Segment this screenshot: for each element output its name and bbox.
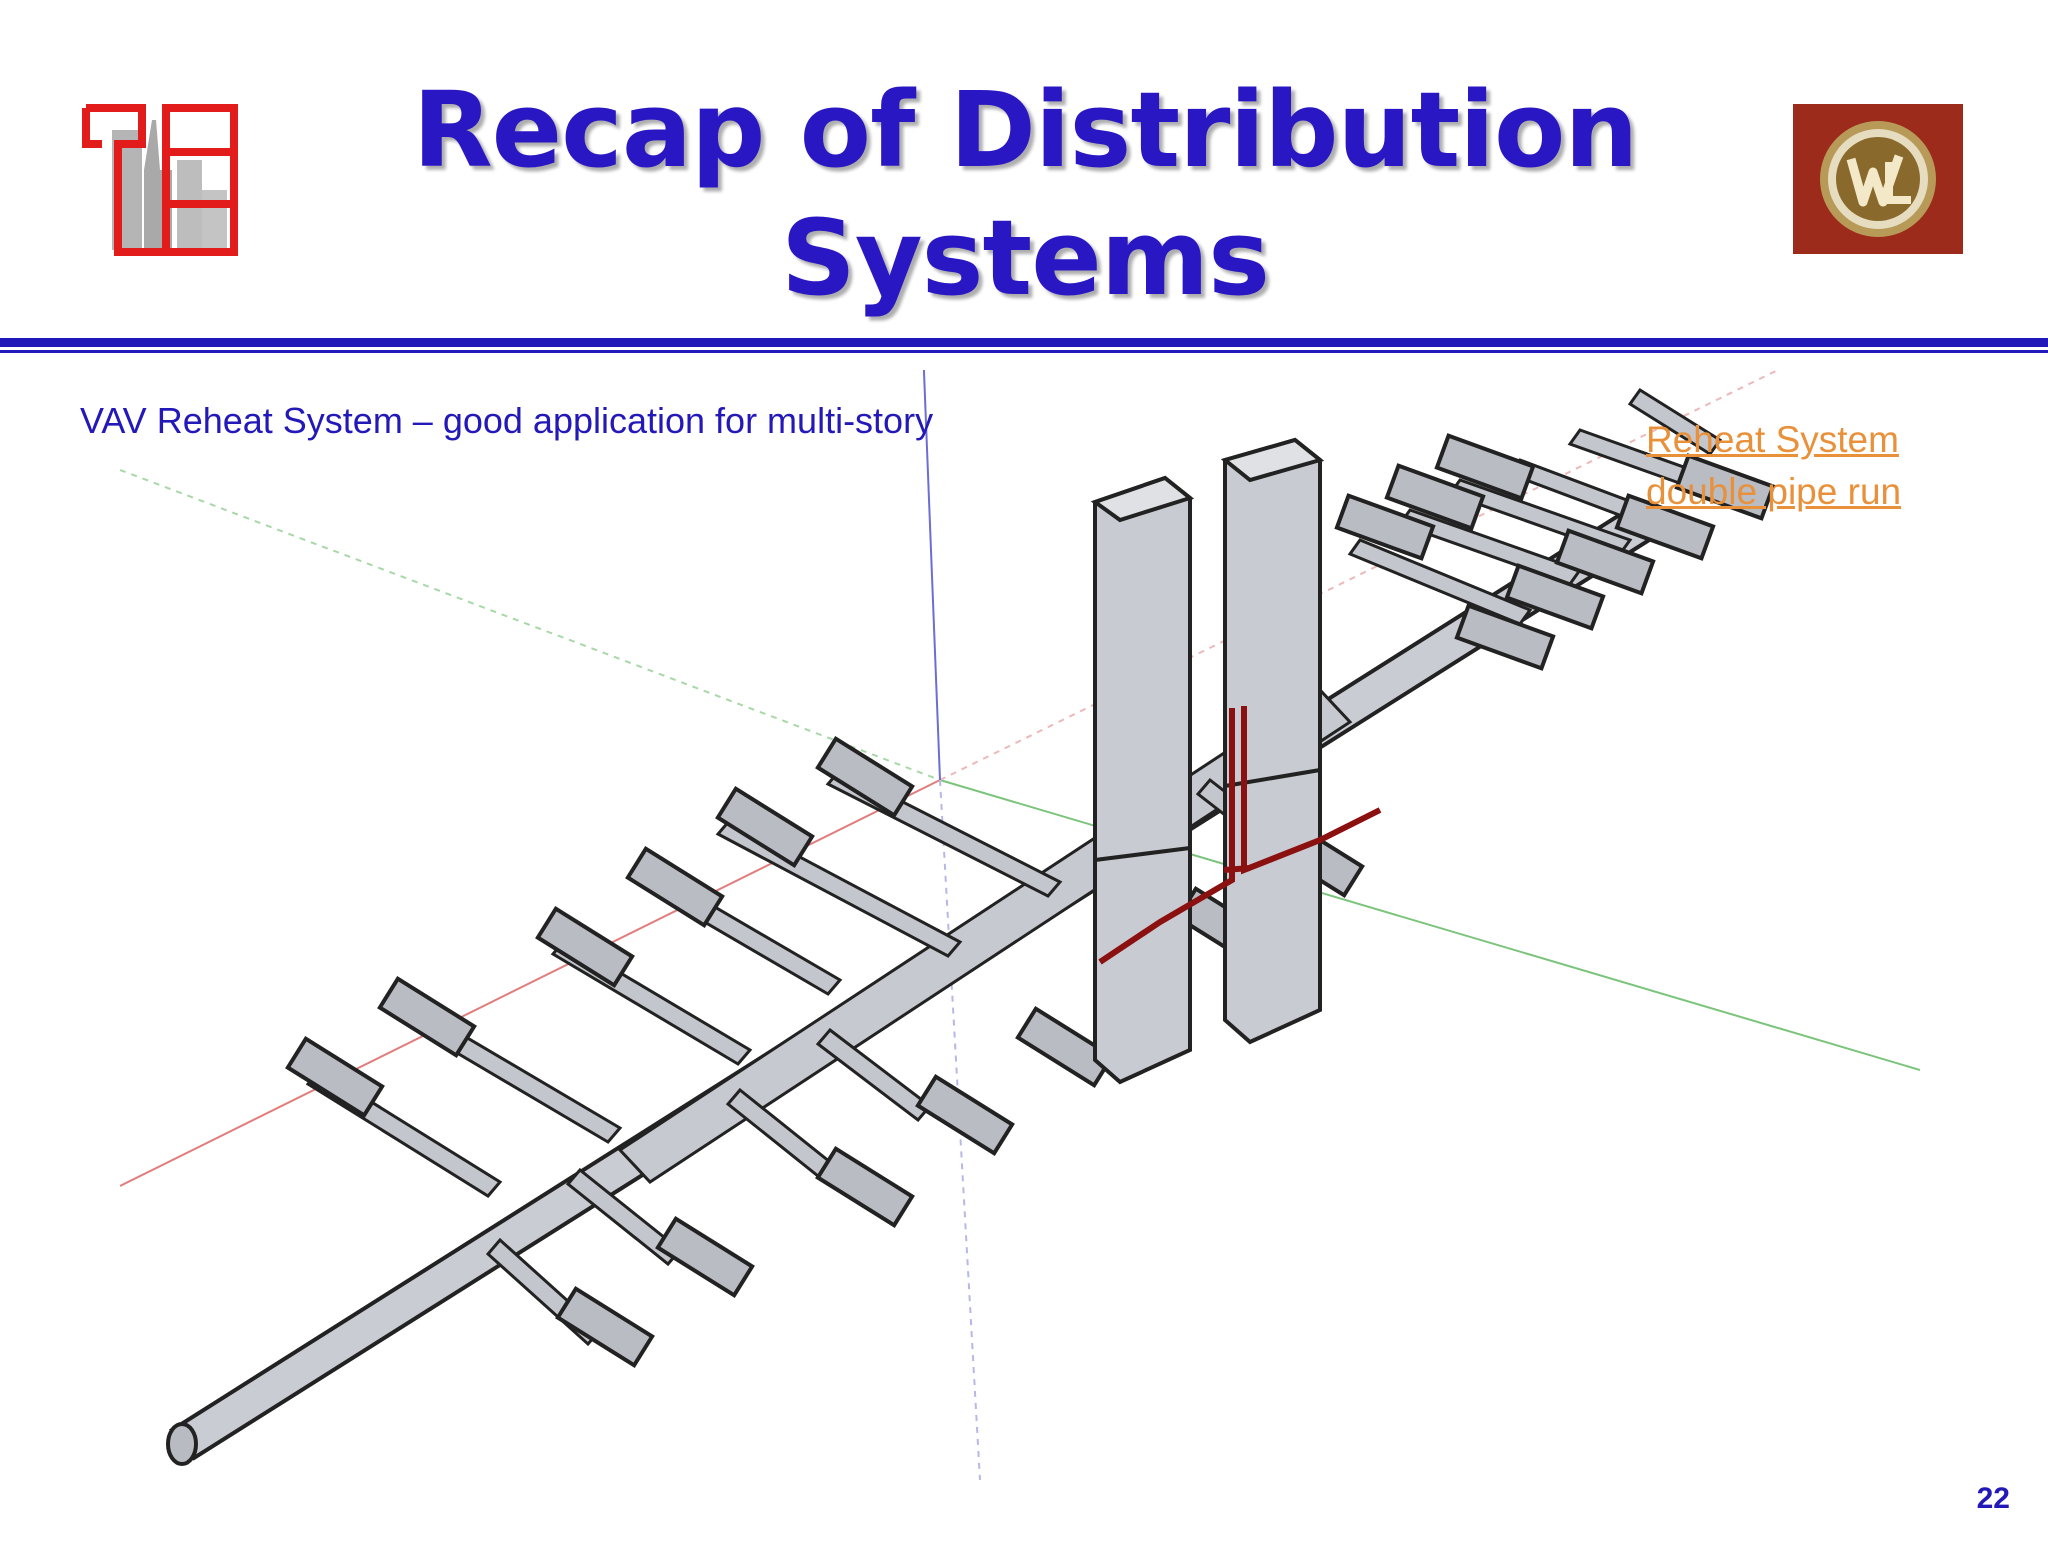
slide-subtitle: VAV Reheat System – good application for… bbox=[80, 400, 934, 441]
title-line-1: Recap of Distribution bbox=[412, 69, 1639, 191]
link-line-1: Reheat System bbox=[1646, 419, 1899, 460]
reheat-pipes bbox=[1098, 706, 1382, 965]
main-duct bbox=[166, 499, 1669, 1466]
vav-reheat-diagram bbox=[120, 370, 1920, 1481]
link-line-2: double pipe run bbox=[1646, 471, 1902, 512]
reheat-system-link[interactable]: Reheat System double pipe run bbox=[1646, 414, 1901, 518]
shafts bbox=[1090, 437, 1325, 1085]
branches-upper bbox=[305, 387, 1723, 1198]
slide-title: Recap of Distribution Systems bbox=[330, 66, 1720, 322]
page-number: 22 bbox=[1976, 1482, 2010, 1515]
vw-badge-logo-icon bbox=[1793, 104, 1963, 254]
header-rule-thick bbox=[0, 338, 2048, 347]
vav-boxes bbox=[285, 433, 1776, 1369]
header-rule-thin bbox=[0, 350, 2048, 353]
building-frame-logo-icon bbox=[82, 104, 238, 256]
title-line-2: Systems bbox=[780, 197, 1270, 319]
